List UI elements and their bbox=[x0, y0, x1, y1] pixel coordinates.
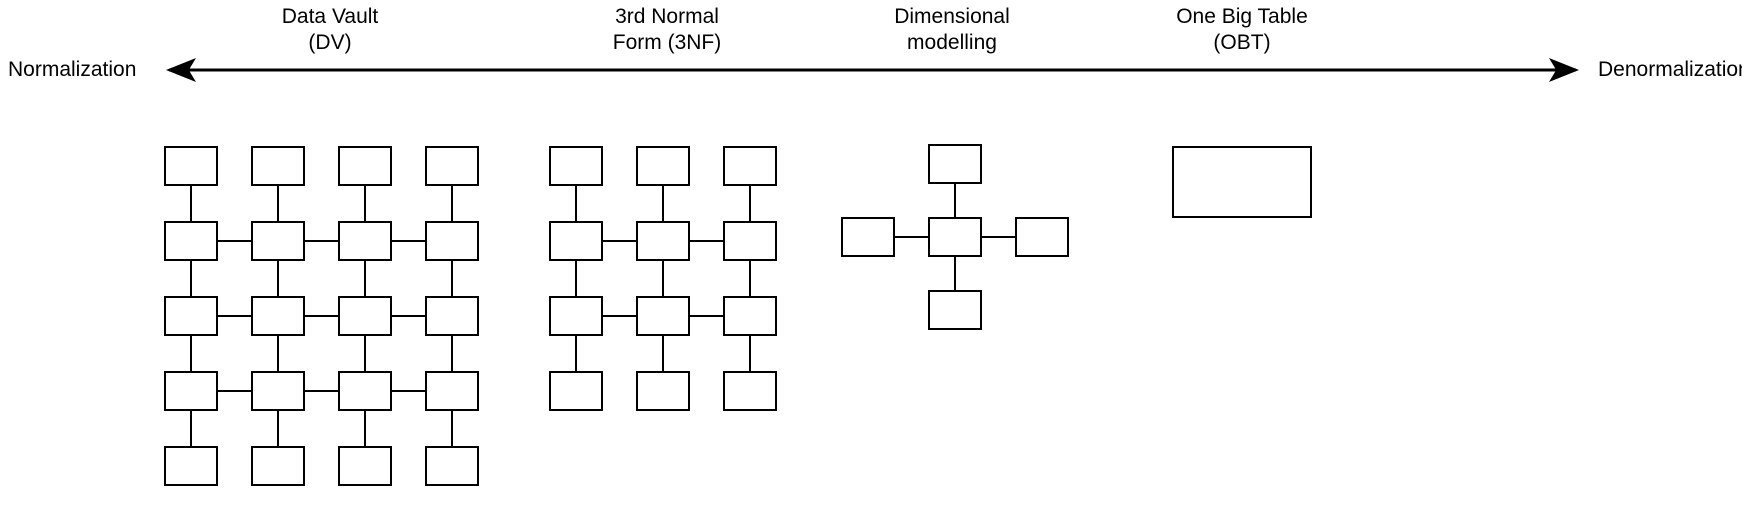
relationship-link-horizontal bbox=[305, 315, 338, 317]
table-node bbox=[338, 296, 392, 336]
relationship-link-vertical bbox=[662, 261, 664, 296]
relationship-link-horizontal bbox=[690, 240, 723, 242]
table-node bbox=[425, 371, 479, 411]
dimension-table-node bbox=[928, 144, 982, 184]
relationship-link-vertical bbox=[364, 261, 366, 296]
table-node bbox=[636, 146, 690, 186]
relationship-link-horizontal bbox=[690, 315, 723, 317]
relationship-link-horizontal bbox=[218, 240, 251, 242]
stage-label-one-big-table: One Big Table (OBT) bbox=[1176, 5, 1308, 54]
relationship-link-vertical bbox=[364, 411, 366, 446]
table-node bbox=[251, 371, 305, 411]
relationship-link-horizontal bbox=[603, 315, 636, 317]
relationship-link-horizontal bbox=[603, 240, 636, 242]
relationship-link-horizontal bbox=[392, 240, 425, 242]
relationship-link-vertical bbox=[575, 261, 577, 296]
stage-label-third-normal-form: 3rd Normal Form (3NF) bbox=[612, 5, 722, 54]
table-node bbox=[549, 296, 603, 336]
axis-label-normalization: Normalization bbox=[8, 58, 137, 81]
table-node bbox=[338, 446, 392, 486]
table-node bbox=[251, 446, 305, 486]
stage-label-data-vault: Data Vault (DV) bbox=[281, 5, 379, 54]
relationship-link-horizontal bbox=[218, 390, 251, 392]
fact-table-node bbox=[928, 217, 982, 257]
relationship-link-vertical bbox=[364, 336, 366, 371]
table-node bbox=[338, 371, 392, 411]
relationship-link-vertical bbox=[277, 411, 279, 446]
table-node bbox=[164, 371, 218, 411]
table-node bbox=[251, 146, 305, 186]
relationship-link-vertical bbox=[954, 184, 956, 217]
relationship-link-vertical bbox=[190, 411, 192, 446]
relationship-link-vertical bbox=[749, 336, 751, 371]
relationship-link-vertical bbox=[575, 186, 577, 221]
table-node bbox=[636, 221, 690, 261]
relationship-link-horizontal bbox=[392, 390, 425, 392]
stage-label-dimensional-modelling: Dimensional modelling bbox=[894, 5, 1010, 54]
relationship-link-vertical bbox=[364, 186, 366, 221]
relationship-link-horizontal bbox=[305, 390, 338, 392]
relationship-link-vertical bbox=[451, 261, 453, 296]
table-node bbox=[164, 446, 218, 486]
table-node bbox=[338, 146, 392, 186]
dimension-table-node bbox=[841, 217, 895, 257]
table-node bbox=[251, 221, 305, 261]
table-node bbox=[164, 146, 218, 186]
table-node bbox=[425, 446, 479, 486]
table-node bbox=[723, 221, 777, 261]
relationship-link-horizontal bbox=[392, 315, 425, 317]
one-big-table-node bbox=[1172, 146, 1312, 218]
axis-label-denormalization: Denormalization bbox=[1598, 58, 1742, 81]
relationship-link-vertical bbox=[749, 261, 751, 296]
relationship-link-vertical bbox=[277, 186, 279, 221]
relationship-link-horizontal bbox=[305, 240, 338, 242]
relationship-link-vertical bbox=[749, 186, 751, 221]
relationship-link-vertical bbox=[575, 336, 577, 371]
table-node bbox=[251, 296, 305, 336]
relationship-link-vertical bbox=[277, 261, 279, 296]
table-node bbox=[164, 296, 218, 336]
table-node bbox=[549, 221, 603, 261]
relationship-link-vertical bbox=[190, 261, 192, 296]
relationship-link-vertical bbox=[451, 411, 453, 446]
dimension-table-node bbox=[928, 290, 982, 330]
relationship-link-vertical bbox=[190, 336, 192, 371]
table-node bbox=[425, 146, 479, 186]
relationship-link-horizontal bbox=[218, 315, 251, 317]
table-node bbox=[636, 371, 690, 411]
table-node bbox=[723, 296, 777, 336]
relationship-link-vertical bbox=[662, 336, 664, 371]
relationship-link-vertical bbox=[190, 186, 192, 221]
table-node bbox=[723, 371, 777, 411]
dimension-table-node bbox=[1015, 217, 1069, 257]
table-node bbox=[425, 221, 479, 261]
table-node bbox=[425, 296, 479, 336]
relationship-link-vertical bbox=[954, 257, 956, 290]
relationship-link-vertical bbox=[451, 186, 453, 221]
relationship-link-vertical bbox=[277, 336, 279, 371]
relationship-link-horizontal bbox=[982, 236, 1015, 238]
table-node bbox=[723, 146, 777, 186]
relationship-link-vertical bbox=[662, 186, 664, 221]
table-node bbox=[549, 146, 603, 186]
table-node bbox=[549, 371, 603, 411]
relationship-link-horizontal bbox=[895, 236, 928, 238]
table-node bbox=[338, 221, 392, 261]
table-node bbox=[164, 221, 218, 261]
relationship-link-vertical bbox=[451, 336, 453, 371]
table-node bbox=[636, 296, 690, 336]
